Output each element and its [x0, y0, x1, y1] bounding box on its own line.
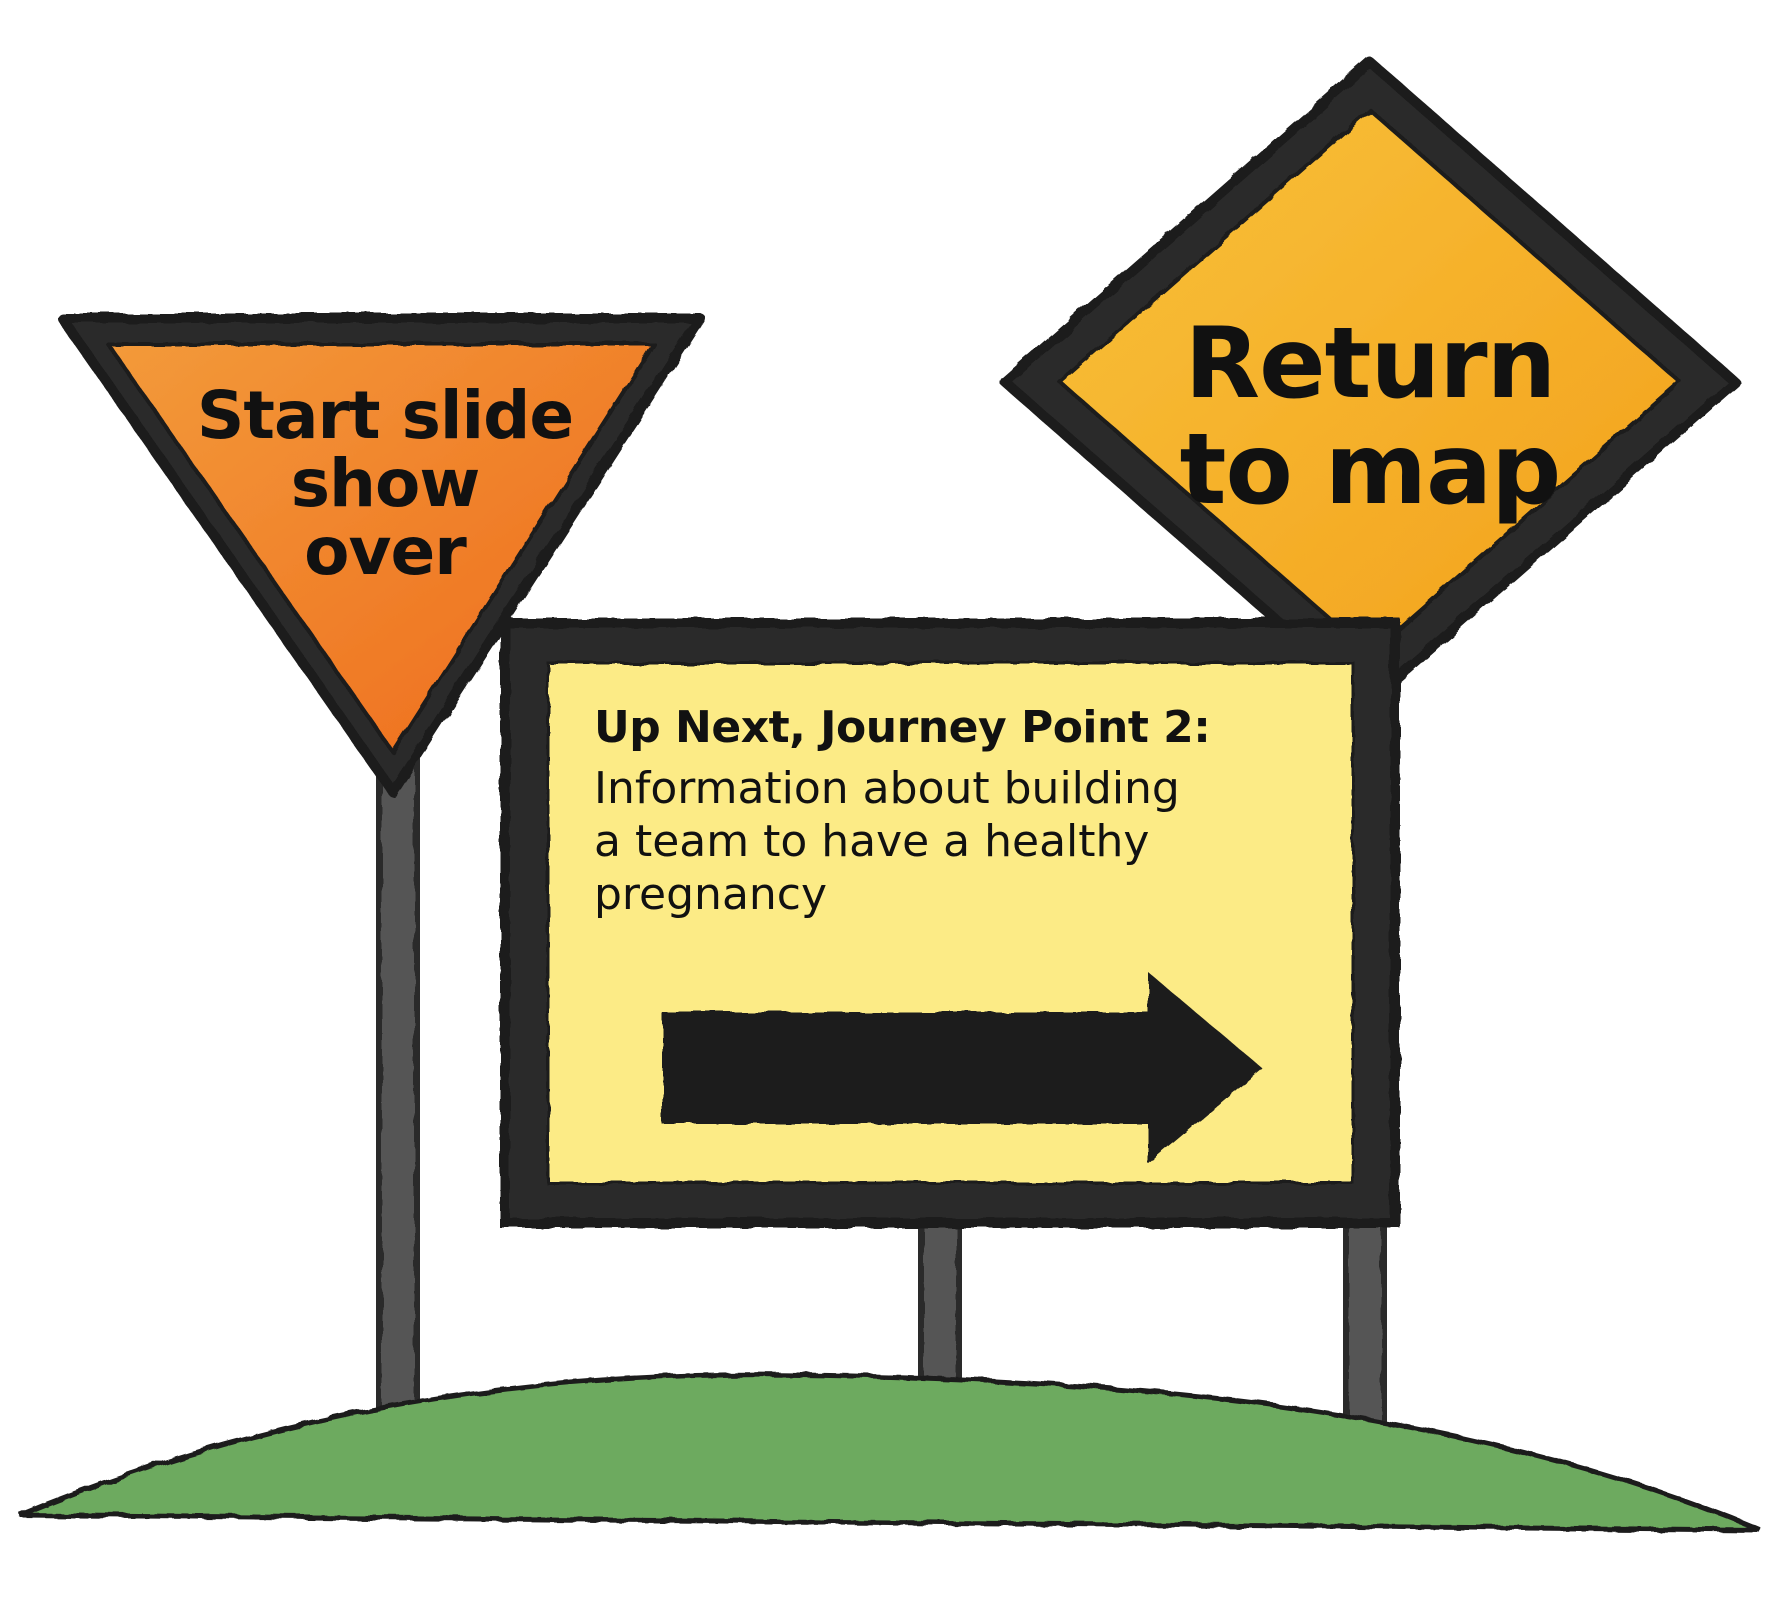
yield-sign-label[interactable]: Start slide show over	[150, 382, 620, 586]
board-body-line-1: Information about building	[594, 763, 1180, 814]
start-slide-show-over-sign[interactable]	[57, 313, 705, 797]
diamond-sign-line-2: to map	[1179, 412, 1562, 527]
return-to-map-sign[interactable]	[1000, 57, 1740, 707]
yield-sign-line-2: show	[290, 444, 481, 522]
board-text: Up Next, Journey Point 2: Information ab…	[594, 702, 1354, 921]
diamond-sign-label[interactable]: Return to map	[1140, 307, 1600, 527]
right-arrow-icon	[662, 972, 1262, 1164]
board-heading: Up Next, Journey Point 2:	[594, 702, 1211, 753]
board-body-line-3: pregnancy	[594, 868, 828, 920]
board-body: Information about building a team to hav…	[594, 763, 1354, 921]
yield-sign-line-3: over	[304, 512, 467, 590]
yield-sign-face	[106, 342, 656, 754]
grass-mound	[19, 1372, 1761, 1533]
yield-sign-line-1: Start slide	[196, 377, 574, 454]
up-next-board-sign[interactable]	[500, 618, 1400, 1228]
yield-sign-post	[374, 756, 422, 1464]
diamond-sign-line-1: Return	[1184, 307, 1557, 421]
board-body-line-2: a team to have a healthy	[594, 815, 1150, 867]
